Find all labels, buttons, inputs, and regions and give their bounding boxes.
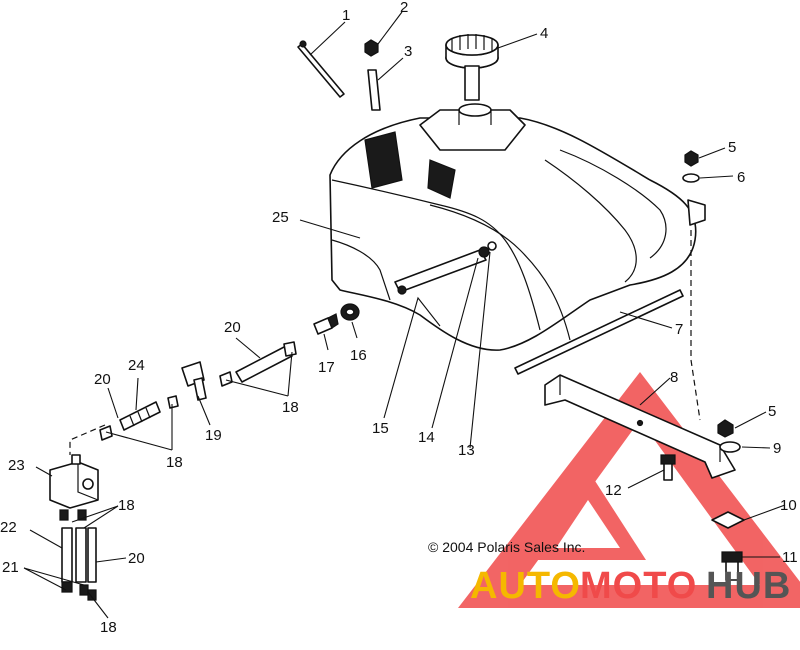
hose-20-upper: [235, 345, 293, 383]
bracket-8: [544, 374, 736, 479]
grommet-16: [340, 303, 360, 321]
assembly-line: [690, 230, 701, 421]
callout-21: 21: [2, 559, 19, 576]
callout-20-lower: 20: [128, 550, 145, 567]
callout-6: 6: [737, 169, 745, 186]
callout-12: 12: [605, 482, 622, 499]
tube-3: [367, 69, 381, 111]
strap-7: [514, 289, 684, 375]
callout-10: 10: [780, 497, 797, 514]
callout-5-lower: 5: [768, 403, 776, 420]
callout-17: 17: [318, 359, 335, 376]
watermark-auto: AUTO: [470, 565, 581, 607]
watermark-text: AUTO MOTO HUB: [470, 565, 791, 607]
nut-5-top: [684, 150, 699, 167]
callout-7: 7: [675, 321, 683, 338]
hoses-lower: [61, 527, 97, 601]
nut-5-lower: [717, 419, 734, 438]
clamp-18-upper: [219, 341, 297, 387]
callout-20-mid: 20: [94, 371, 111, 388]
callout-13: 13: [458, 442, 475, 459]
callout-5-top: 5: [728, 139, 736, 156]
washer-9: [719, 441, 741, 453]
fitting-2: [364, 39, 379, 57]
callout-4: 4: [540, 25, 548, 42]
clamps-18-mid: [99, 395, 179, 441]
callout-15: 15: [372, 420, 389, 437]
callout-19: 19: [205, 427, 222, 444]
callout-3: 3: [404, 43, 412, 60]
valve-23: [49, 454, 99, 521]
bolt-12: [660, 454, 676, 481]
callout-labels: 1 2 3 4 5 6 7 8 5 9 10 11 12 13 14 15 16…: [0, 0, 798, 636]
callout-14: 14: [418, 429, 435, 446]
watermark-hub: HUB: [706, 565, 791, 607]
washer-6: [682, 173, 700, 183]
bolt-11: [721, 551, 743, 581]
callout-25: 25: [272, 209, 289, 226]
callout-9: 9: [773, 440, 781, 457]
vent-hose-1: [297, 40, 345, 98]
callout-16: 16: [350, 347, 367, 364]
assembly-line-left: [69, 424, 106, 455]
callout-18-mid: 18: [166, 454, 183, 471]
callout-18-upper: 18: [282, 399, 299, 416]
callout-20-upper: 20: [224, 319, 241, 336]
watermark-moto: MOTO: [580, 565, 697, 607]
callout-23: 23: [8, 457, 25, 474]
tee-fitting-19: [181, 361, 207, 401]
callout-2: 2: [400, 0, 408, 16]
callout-24: 24: [128, 357, 145, 374]
callout-11: 11: [782, 549, 798, 566]
fitting-17: [313, 313, 339, 335]
callout-1: 1: [342, 7, 350, 24]
copyright-notice: © 2004 Polaris Sales Inc.: [428, 539, 585, 555]
leader-lines: [23, 11, 786, 619]
callout-22: 22: [0, 519, 17, 536]
watermark-logo: [458, 372, 800, 608]
fuel-tank: [329, 103, 706, 351]
filter-24: [119, 401, 161, 431]
fuel-cap: [445, 34, 499, 101]
callout-8: 8: [670, 369, 678, 386]
callout-18-valve: 18: [118, 497, 135, 514]
callout-18-lower: 18: [100, 619, 117, 636]
